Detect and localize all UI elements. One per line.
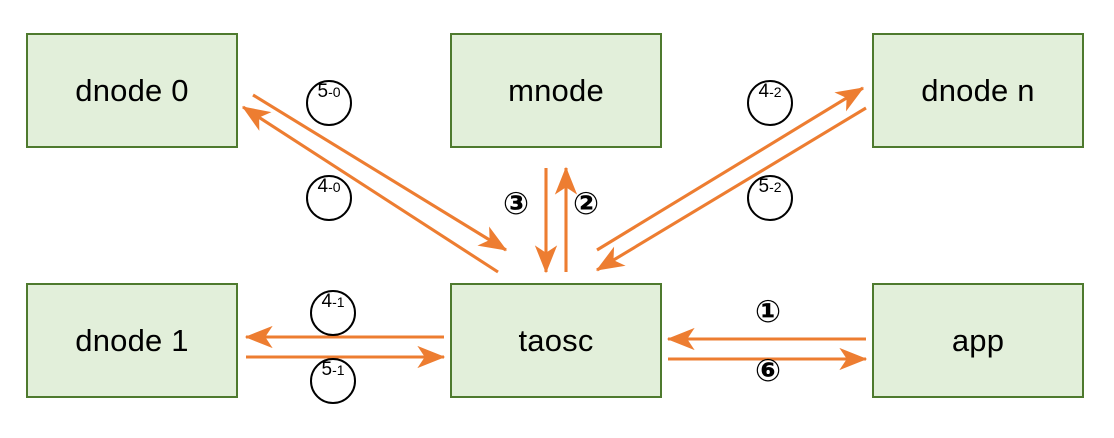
arrow-taosc-to-dnode0	[252, 93, 508, 252]
step-marker-4-1: 4-1	[310, 290, 356, 336]
arrow-dnode0-to-taosc	[241, 105, 499, 274]
arrow-dnoden-to-taosc	[595, 106, 867, 272]
step-marker-2: ②	[572, 186, 600, 222]
step-marker-6: ⑥	[754, 353, 782, 389]
node-dnode-n[interactable]: dnode n	[872, 33, 1084, 148]
node-label-mnode: mnode	[508, 73, 604, 108]
step-marker-5-0-main: 5	[317, 81, 329, 102]
step-marker-1: ①	[754, 294, 782, 330]
node-label-dnode-1: dnode 1	[75, 323, 189, 358]
step-marker-5-1-main: 5	[321, 359, 333, 380]
step-marker-5-2-main: 5	[758, 176, 770, 197]
node-dnode-1[interactable]: dnode 1	[26, 283, 238, 398]
node-taosc[interactable]: taosc	[450, 283, 662, 398]
node-label-dnode-n: dnode n	[921, 73, 1035, 108]
step-marker-5-0: 5-0	[306, 80, 352, 126]
node-label-taosc: taosc	[518, 323, 594, 358]
node-dnode-0[interactable]: dnode 0	[26, 33, 238, 148]
step-marker-4-1-main: 4	[321, 291, 333, 312]
step-marker-5-1: 5-1	[310, 358, 356, 404]
step-marker-5-0-sub: -0	[328, 84, 341, 100]
step-marker-4-1-sub: -1	[332, 294, 345, 310]
node-mnode[interactable]: mnode	[450, 33, 662, 148]
step-marker-4-2-main: 4	[758, 81, 770, 102]
node-label-app: app	[951, 323, 1005, 358]
step-marker-4-2-sub: -2	[769, 84, 782, 100]
arrow-taosc-to-dnoden	[596, 86, 865, 252]
step-marker-3: ③	[502, 186, 530, 222]
step-marker-4-0-main: 4	[317, 176, 329, 197]
step-marker-5-1-sub: -1	[332, 362, 345, 378]
node-app[interactable]: app	[872, 283, 1084, 398]
step-marker-5-2-sub: -2	[769, 179, 782, 195]
step-marker-5-2: 5-2	[747, 175, 793, 221]
step-marker-4-0: 4-0	[306, 175, 352, 221]
step-marker-4-2: 4-2	[747, 80, 793, 126]
step-marker-4-0-sub: -0	[328, 179, 341, 195]
node-label-dnode-0: dnode 0	[75, 73, 189, 108]
